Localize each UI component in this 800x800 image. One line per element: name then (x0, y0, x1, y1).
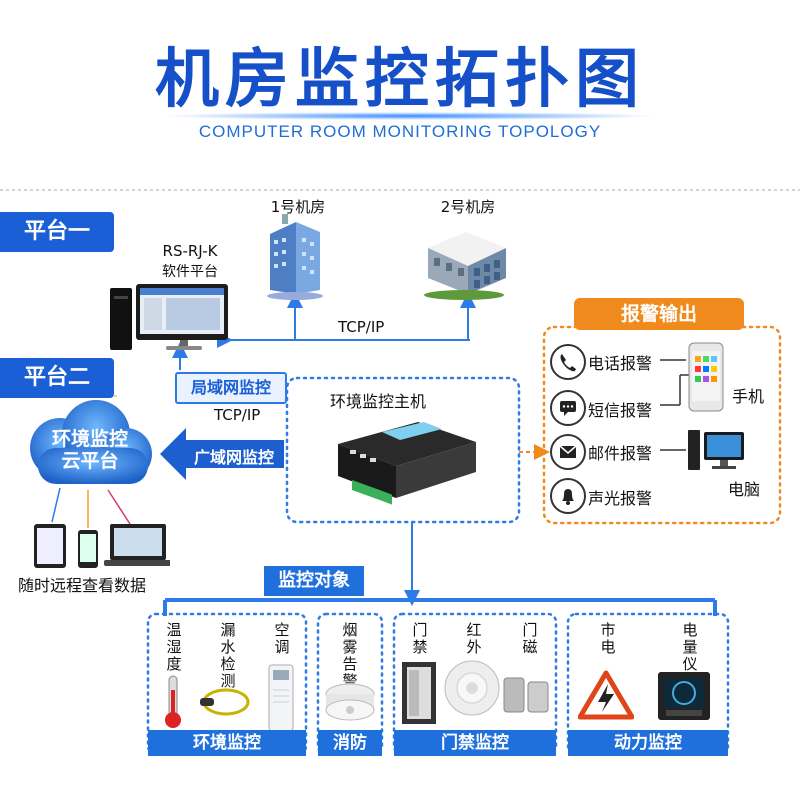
air-conditioner-icon (268, 664, 294, 736)
sound-light-alarm-label: 声光报警 (588, 485, 652, 509)
building-one-icon (262, 214, 328, 304)
leak-sensor-icon (196, 680, 252, 728)
fire-footer: 消防 (318, 730, 382, 756)
smoke-detector-icon (324, 680, 376, 728)
door-monitor-footer: 门禁监控 (394, 730, 556, 756)
mobile-label: 手机 (732, 383, 764, 407)
infrared-label: 红外 (466, 622, 482, 656)
door-magnet-icon (502, 672, 552, 720)
power-meter-icon (656, 670, 712, 726)
phone-icon (550, 344, 586, 380)
sms-icon (550, 390, 586, 426)
cloud-line2: 云平台 (40, 450, 140, 472)
platform-two-badge: 平台二 (0, 358, 114, 398)
temp-humidity-label: 温湿度 (166, 622, 182, 673)
lan-text: 局域网监控 (177, 374, 285, 402)
desktop-computer-icon (110, 282, 230, 352)
thermometer-icon (158, 672, 188, 736)
monitoring-objects-header: 监控对象 (264, 566, 364, 596)
building-two-icon (420, 218, 512, 304)
cloud-line1: 环境监控 (40, 428, 140, 450)
door-access-label: 门禁 (412, 622, 428, 656)
mains-power-label: 市电 (600, 622, 616, 656)
phone-alarm-label: 电话报警 (588, 350, 652, 374)
air-conditioner-label: 空调 (274, 622, 290, 656)
power-meter-label: 电量仪 (682, 622, 698, 673)
platform-one-badge: 平台一 (0, 212, 114, 252)
sms-alarm-label: 短信报警 (588, 397, 652, 421)
software-name: RS-RJ-K (135, 242, 245, 260)
door-icon (400, 660, 440, 732)
lan-label: 局域网监控 (175, 372, 287, 404)
wan-text: 广域网监控 (184, 444, 284, 468)
room-two-label: 2号机房 (428, 196, 508, 217)
cloud-label: 环境监控 云平台 (40, 428, 140, 472)
alarm-output-header: 报警输出 (574, 298, 744, 330)
high-voltage-icon (578, 670, 634, 724)
power-monitor-footer: 动力监控 (568, 730, 728, 756)
remote-devices-icon (30, 522, 170, 576)
env-monitor-footer: 环境监控 (148, 730, 306, 756)
tcpip-top-label: TCP/IP (338, 318, 384, 336)
bell-icon (550, 478, 586, 514)
remote-label: 随时远程查看数据 (18, 572, 146, 596)
host-label: 环境监控主机 (330, 388, 426, 412)
mail-icon (550, 434, 586, 470)
mail-alarm-label: 邮件报警 (588, 440, 652, 464)
pc-icon (686, 428, 746, 478)
door-magnet-label: 门磁 (522, 622, 538, 656)
software-caption: 软件平台 (135, 261, 245, 281)
tcpip-mid-label: TCP/IP (214, 406, 260, 424)
mobile-phone-icon (688, 342, 724, 416)
pc-label: 电脑 (728, 476, 760, 500)
infrared-sensor-icon (444, 656, 500, 724)
monitoring-host-icon (330, 414, 480, 510)
